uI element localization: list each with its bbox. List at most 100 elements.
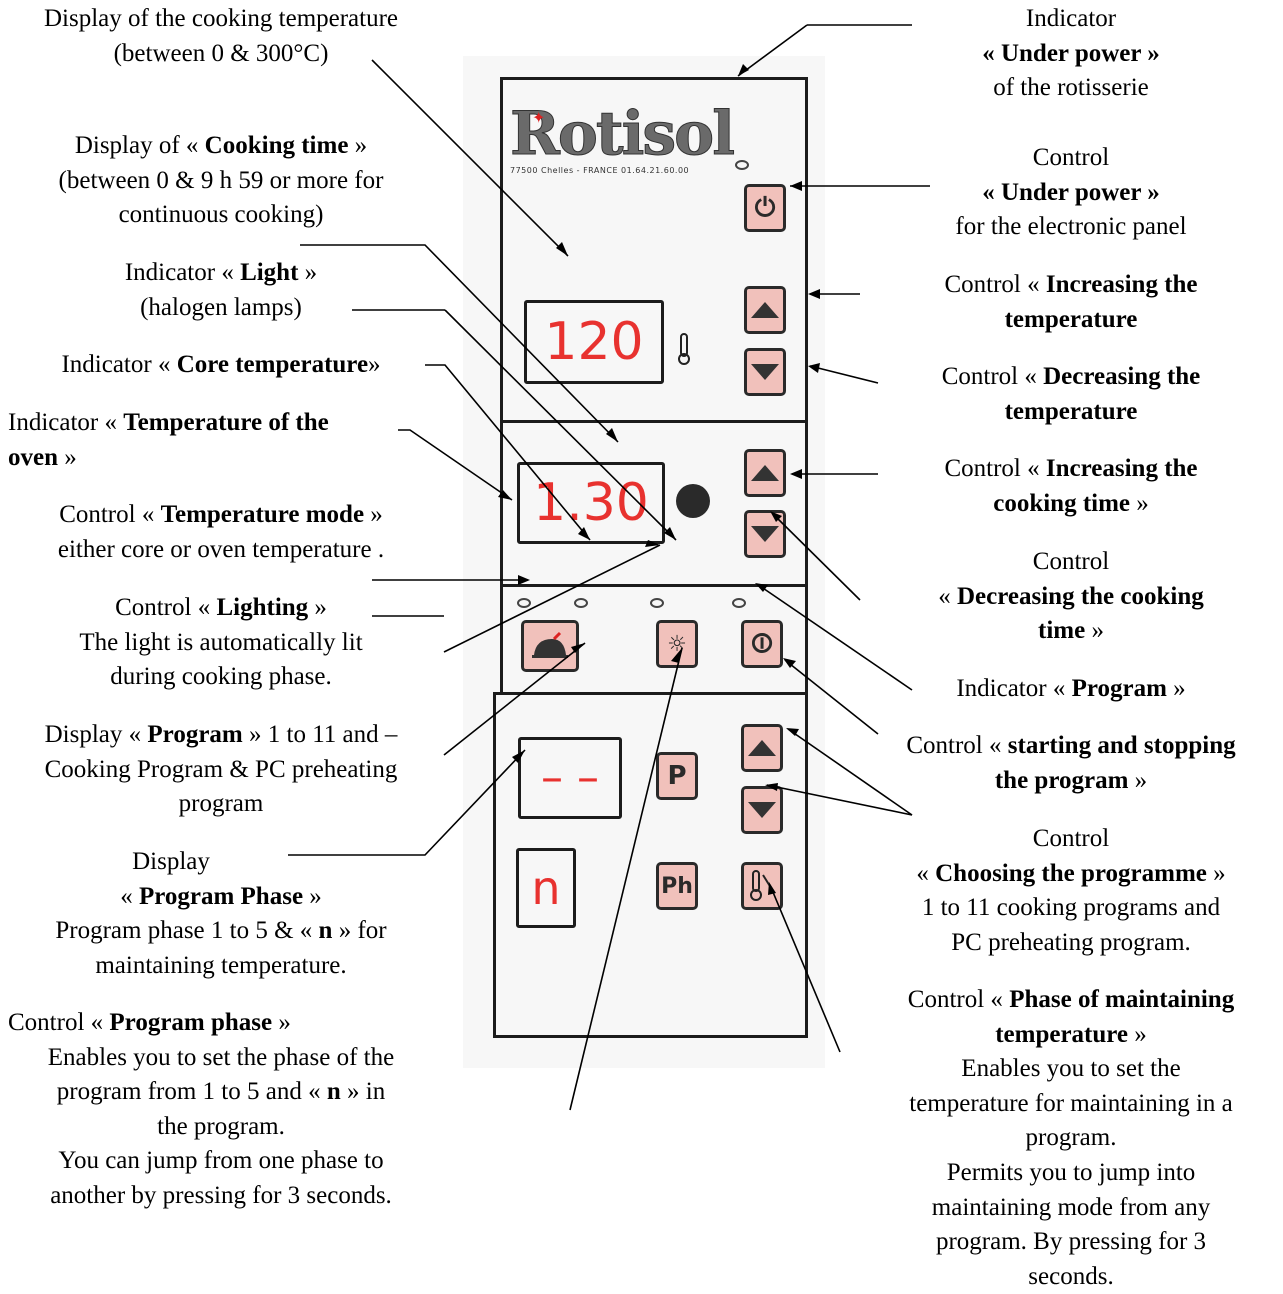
label-line: You can jump from one phase to <box>58 1147 384 1175</box>
label-prefix: Control « <box>906 732 1008 759</box>
label-prefix: « <box>916 859 936 887</box>
label-prefix: Control « <box>115 594 217 621</box>
power-icon: ⏻ <box>754 192 776 223</box>
label-cooking-time-display: Display of « Cooking time » (between 0 &… <box>0 129 442 233</box>
clock-dot-icon <box>676 484 710 518</box>
label-bold: Temperature mode <box>160 501 365 528</box>
program-phase-display: n <box>516 848 576 928</box>
label-decrease-cooking-time-control: Control « Decreasing the cooking time » <box>870 545 1272 649</box>
label-line: (between 0 & 300°C) <box>113 39 329 67</box>
label-suffix: » <box>303 882 322 910</box>
label-prefix: Indicator « <box>8 409 124 436</box>
label-line: Permits you to jump into <box>946 1158 1196 1186</box>
label-line: Control « Phase of maintaining <box>870 983 1272 1018</box>
core-temp-indicator-led <box>517 598 531 608</box>
program-indicator-led <box>732 598 746 608</box>
roast-dome-icon <box>532 631 568 658</box>
label-line: of the rotisserie <box>993 74 1149 102</box>
label-prefix: « <box>938 582 957 610</box>
label-suffix: » 1 to 11 and – <box>242 721 398 748</box>
label-line: Control « Increasing the <box>870 268 1272 303</box>
cooking-time-display: 1.30 <box>517 462 665 544</box>
power-indicator-led <box>735 160 749 170</box>
label-suffix: » <box>58 443 77 471</box>
label-bold: Decreasing the cooking <box>957 582 1204 610</box>
label-suffix: » <box>368 351 381 378</box>
label-bold: Increasing the <box>1045 455 1198 482</box>
label-line: temperature <box>870 395 1272 430</box>
label-increase-temperature-control: Control « Increasing the temperature <box>870 268 1272 337</box>
label-line: 1 to 11 cooking programs and <box>921 894 1221 922</box>
cooking-time-down-button[interactable] <box>744 510 786 558</box>
label-line: either core or oven temperature . <box>57 535 385 563</box>
label-prefix: Control « <box>941 363 1044 390</box>
label-oven-temperature-indicator: Indicator « Temperature of the oven » <box>8 406 438 475</box>
label-line: program <box>178 790 264 818</box>
label-bold: Increasing the <box>1045 271 1198 298</box>
maintain-temperature-button[interactable] <box>741 862 783 910</box>
label-light-indicator: Indicator « Light » (halogen lamps) <box>0 256 442 325</box>
temperature-up-button[interactable] <box>744 286 786 334</box>
label-line: Indicator « Temperature of the <box>8 406 438 441</box>
label-prefix: Indicator « <box>61 351 177 378</box>
label-bold: Core temperature <box>176 351 369 378</box>
label-line: Control <box>1032 548 1110 575</box>
oven-temp-indicator-led <box>574 598 588 608</box>
label-suffix: » <box>1085 617 1104 645</box>
label-line: Control « Program phase » <box>0 1006 442 1041</box>
arrow-down-icon <box>751 364 779 380</box>
label-line: program. <box>1025 1124 1117 1152</box>
label-line: Indicator <box>1025 5 1117 32</box>
label-prefix: Display of « <box>74 132 205 159</box>
arrow-up-icon <box>751 302 779 318</box>
cooking-time-value: 1.30 <box>533 473 649 533</box>
power-button[interactable]: ⏻ <box>744 184 786 232</box>
label-bold: temperature <box>1004 397 1138 425</box>
program-down-button[interactable] <box>741 786 783 834</box>
label-line: Control « starting and stopping <box>870 729 1272 764</box>
label-lighting-control: Control « Lighting » The light is automa… <box>0 591 442 695</box>
label-line: seconds. <box>1028 1262 1114 1290</box>
label-line: « Decreasing the cooking <box>870 580 1272 615</box>
label-line: cooking time » <box>870 487 1272 522</box>
label-bold: Program Phase <box>138 882 304 910</box>
label-prefix: Control « <box>59 501 161 528</box>
label-line: « Under power » <box>870 37 1272 72</box>
label-bold: oven <box>8 443 58 471</box>
label-prefix: Display « <box>44 721 148 748</box>
label-line: program from 1 to 5 and « n » in <box>0 1075 442 1110</box>
light-indicator-led <box>650 598 664 608</box>
label-suffix: » <box>1130 489 1149 517</box>
label-line: « Under power » <box>870 176 1272 211</box>
program-up-button[interactable] <box>741 724 783 772</box>
start-stop-icon: ⏼ <box>751 628 773 659</box>
label-prefix: program from 1 to 5 and « <box>56 1078 327 1106</box>
logo-brand-text: Rotisol <box>510 99 736 169</box>
label-line: program. By pressing for 3 <box>935 1228 1207 1256</box>
label-suffix: » <box>1206 859 1226 887</box>
label-suffix: » for <box>332 917 387 945</box>
label-bold: Program <box>147 721 243 748</box>
label-line: Program phase 1 to 5 & « n » for <box>0 914 442 949</box>
label-bold: starting and stopping <box>1007 732 1236 759</box>
label-line: the program. <box>157 1112 285 1140</box>
label-maintain-temperature-control: Control « Phase of maintaining temperatu… <box>870 983 1272 1294</box>
label-suffix: » <box>1128 1020 1147 1048</box>
program-phase-button[interactable]: Ph <box>656 862 698 910</box>
label-bold: n <box>318 917 333 945</box>
label-start-stop-control: Control « starting and stopping the prog… <box>870 729 1272 798</box>
cooking-time-up-button[interactable] <box>744 449 786 497</box>
label-line: Control « Decreasing the <box>870 360 1272 395</box>
label-prefix: Program phase 1 to 5 & « <box>55 917 319 945</box>
temperature-down-button[interactable] <box>744 348 786 396</box>
label-temperature-mode-control: Control « Temperature mode » either core… <box>0 498 442 567</box>
start-stop-program-button[interactable]: ⏼ <box>741 620 783 668</box>
program-phase-value: n <box>531 861 561 915</box>
label-bold: Light <box>240 259 299 286</box>
label-line: Enables you to set the phase of the <box>47 1043 395 1071</box>
label-suffix: » <box>1128 766 1148 794</box>
label-line: Enables you to set the <box>961 1055 1181 1083</box>
label-bold: the program <box>994 766 1129 794</box>
program-button[interactable]: P <box>656 752 698 800</box>
